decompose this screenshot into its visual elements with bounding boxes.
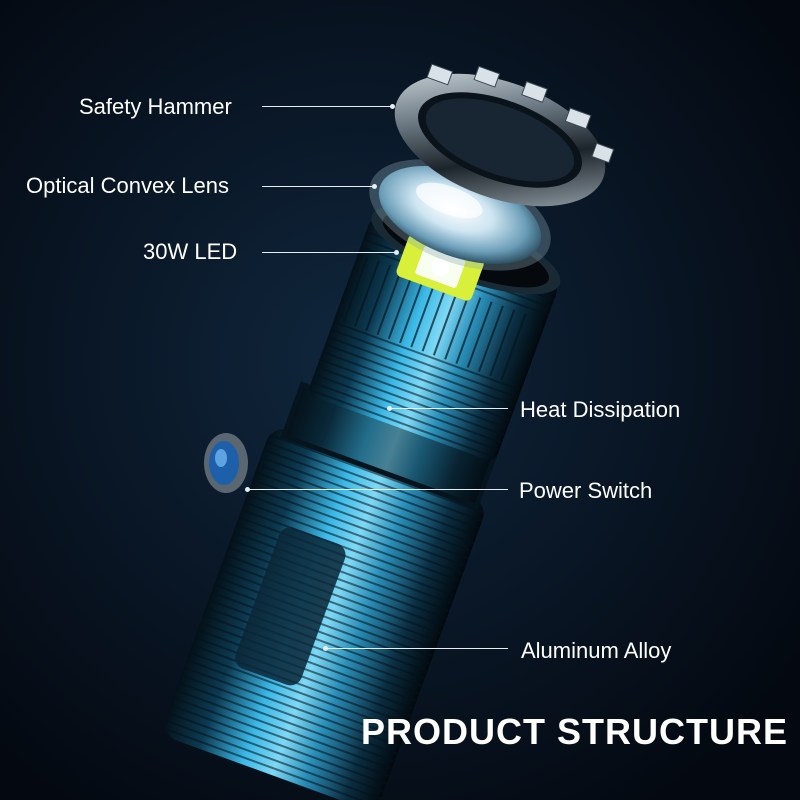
leader-power-switch [248, 489, 508, 490]
leader-dot-30w-led [394, 250, 399, 255]
safety-hammer-bezel [394, 63, 615, 207]
label-heat-dissipation: Heat Dissipation [520, 397, 681, 422]
leader-optical-convex-lens [262, 186, 374, 187]
leader-dot-aluminum-alloy [323, 646, 328, 651]
label-power-switch: Power Switch [519, 478, 653, 503]
power-switch-button [204, 433, 248, 493]
leader-dot-heat-dissipation [387, 406, 392, 411]
leader-safety-hammer [262, 106, 392, 107]
label-aluminum-alloy: Aluminum Alloy [521, 638, 672, 663]
label-optical-convex-lens: Optical Convex Lens [26, 173, 229, 198]
leader-30w-led [262, 252, 396, 253]
label-30w-led: 30W LED [143, 239, 238, 264]
leader-aluminum-alloy [326, 648, 508, 649]
leader-dot-optical-convex-lens [372, 184, 377, 189]
page-title: PRODUCT STRUCTURE [361, 711, 788, 752]
leader-heat-dissipation [390, 408, 508, 409]
label-safety-hammer: Safety Hammer [79, 94, 232, 119]
leader-dot-safety-hammer [390, 104, 395, 109]
leader-dot-power-switch [245, 487, 250, 492]
